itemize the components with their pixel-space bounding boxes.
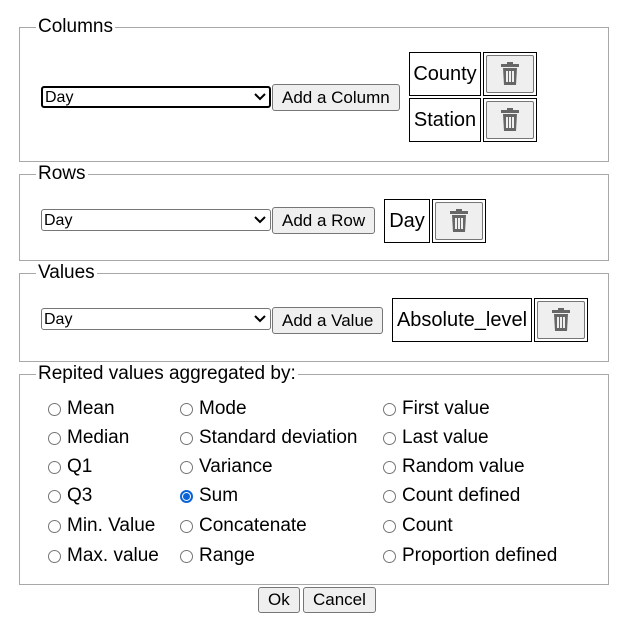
delete-column-county-button[interactable] (486, 55, 534, 93)
radio-button[interactable] (48, 489, 61, 503)
radio-button[interactable] (383, 460, 396, 474)
delete-value-absolute-level-button[interactable] (537, 301, 585, 339)
trash-icon (501, 108, 519, 131)
radio-button[interactable] (48, 431, 61, 445)
radio-button[interactable] (383, 549, 396, 563)
radio-button[interactable] (180, 519, 193, 533)
radio-variance[interactable]: Variance (180, 456, 273, 478)
column-chip-label: County (409, 52, 481, 96)
radio-button[interactable] (383, 402, 396, 416)
row-chip-day: Day (384, 199, 486, 243)
radio-last-value[interactable]: Last value (383, 427, 489, 449)
radio-label: Max. value (67, 545, 159, 566)
column-chip-delete-frame (483, 52, 537, 96)
rows-legend: Rows (38, 163, 86, 184)
radio-label: Concatenate (199, 515, 307, 536)
radio-q1[interactable]: Q1 (48, 456, 92, 478)
radio-label: Min. Value (67, 515, 156, 536)
columns-fieldset: Columns (19, 16, 609, 162)
radio-label: Last value (402, 427, 489, 448)
ok-button[interactable]: Ok (258, 587, 300, 613)
radio-label: Random value (402, 456, 525, 477)
value-chip-label: Absolute_level (392, 298, 532, 342)
trash-icon (501, 62, 519, 85)
add-value-button[interactable]: Add a Value (272, 307, 384, 334)
values-fieldset: Values (19, 262, 609, 362)
radio-median[interactable]: Median (48, 427, 129, 449)
value-chip-delete-frame (534, 298, 588, 342)
column-chip-station: Station (409, 98, 537, 142)
radio-concatenate[interactable]: Concatenate (180, 515, 307, 537)
radio-label: Variance (199, 456, 273, 477)
radio-standard-deviation[interactable]: Standard deviation (180, 427, 357, 449)
radio-button[interactable] (180, 431, 193, 445)
radio-label: Mean (67, 398, 115, 419)
aggregation-legend: Repited values aggregated by: (38, 363, 296, 384)
trash-icon (552, 308, 570, 331)
radio-first-value[interactable]: First value (383, 398, 490, 420)
trash-icon (450, 209, 468, 232)
radio-button[interactable] (180, 402, 193, 416)
radio-range[interactable]: Range (180, 545, 255, 567)
radio-count-defined[interactable]: Count defined (383, 485, 520, 507)
radio-q3[interactable]: Q3 (48, 485, 92, 507)
radio-label: Range (199, 545, 255, 566)
radio-label: Count defined (402, 485, 521, 506)
radio-label: Q3 (67, 485, 93, 506)
radio-proportion-defined[interactable]: Proportion defined (383, 545, 557, 567)
radio-button[interactable] (180, 549, 193, 563)
radio-label: Sum (199, 485, 239, 506)
values-select[interactable]: Day (41, 308, 271, 330)
radio-button[interactable] (48, 402, 61, 416)
radio-count[interactable]: Count (383, 515, 453, 537)
delete-column-station-button[interactable] (486, 101, 534, 139)
radio-button[interactable] (48, 549, 61, 563)
values-legend: Values (38, 262, 95, 283)
add-column-button[interactable]: Add a Column (272, 84, 400, 111)
rows-select[interactable]: Day (41, 209, 271, 231)
aggregation-fieldset: Repited values aggregated by: (19, 363, 609, 585)
value-chip-absolute-level: Absolute_level (392, 298, 588, 342)
radio-max-value[interactable]: Max. value (48, 545, 159, 567)
radio-random-value[interactable]: Random value (383, 456, 525, 478)
columns-select[interactable]: Day (41, 86, 271, 108)
column-chip-county: County (409, 52, 537, 96)
radio-label: Median (67, 427, 130, 448)
columns-legend: Columns (38, 16, 113, 37)
row-chip-delete-frame (432, 199, 486, 243)
radio-button-checked[interactable] (180, 489, 193, 503)
column-chip-delete-frame (483, 98, 537, 142)
radio-label: Standard deviation (199, 427, 358, 448)
rows-fieldset: Rows (19, 163, 609, 261)
radio-mode[interactable]: Mode (180, 398, 247, 420)
radio-button[interactable] (383, 519, 396, 533)
radio-label: Count (402, 515, 453, 536)
radio-mean[interactable]: Mean (48, 398, 115, 420)
radio-min-value[interactable]: Min. Value (48, 515, 155, 537)
add-row-button[interactable]: Add a Row (272, 207, 376, 234)
radio-sum[interactable]: Sum (180, 485, 238, 507)
delete-row-day-button[interactable] (435, 202, 483, 240)
radio-button[interactable] (383, 489, 396, 503)
column-chip-label: Station (409, 98, 481, 142)
radio-button[interactable] (180, 460, 193, 474)
radio-button[interactable] (48, 460, 61, 474)
row-chip-label: Day (384, 199, 430, 243)
radio-label: Q1 (67, 456, 93, 477)
radio-label: Proportion defined (402, 545, 558, 566)
radio-label: Mode (199, 398, 247, 419)
cancel-button[interactable]: Cancel (303, 587, 376, 613)
radio-label: First value (402, 398, 490, 419)
radio-button[interactable] (48, 519, 61, 533)
radio-button[interactable] (383, 431, 396, 445)
